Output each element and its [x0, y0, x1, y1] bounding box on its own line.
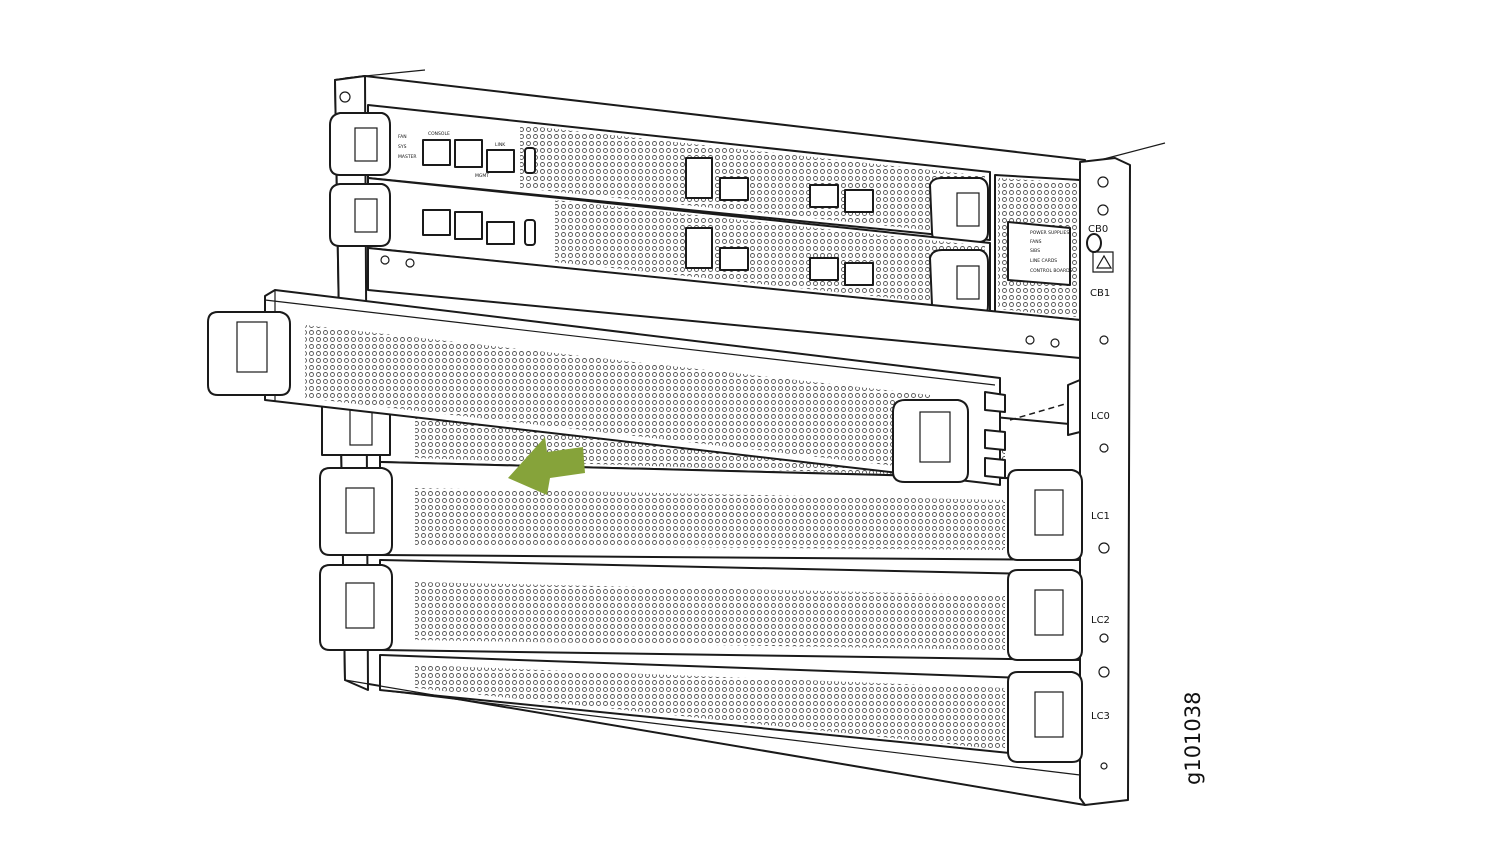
- tod-port: [719, 177, 749, 201]
- line-card-lc1[interactable]: [319, 461, 1083, 561]
- lc3-label: LC3: [1091, 711, 1110, 722]
- led-label: SYS: [398, 144, 407, 150]
- status-power-supplies: POWER SUPPLIES: [1030, 230, 1069, 236]
- esd-jack: [1086, 233, 1102, 253]
- lc0-label: LC0: [1091, 411, 1110, 422]
- sfp-port: [486, 149, 515, 173]
- line-card-lc2[interactable]: [319, 559, 1083, 661]
- right-rack-ear: [1079, 157, 1131, 806]
- diagram-shape: [422, 209, 451, 236]
- diagram-shape: [956, 192, 980, 227]
- mgmt-port: [454, 139, 483, 168]
- lc2-label: LC2: [1091, 615, 1110, 626]
- cb0-label: CB0: [1088, 224, 1108, 235]
- connector-guides: [984, 391, 1006, 479]
- diagram-shape: [1034, 589, 1064, 636]
- extracted-card-left-handle: [207, 311, 291, 396]
- diagram-shape: [524, 219, 536, 246]
- link-label: LINK: [495, 142, 506, 148]
- lc1-left-handle: [319, 467, 393, 556]
- diagram-shape: [405, 258, 415, 268]
- lc2-right-handle: [1007, 569, 1083, 661]
- diagram-shape: [454, 211, 483, 240]
- diagram-shape: [236, 321, 268, 373]
- cb1-left-ejector-handle[interactable]: [329, 183, 391, 247]
- diagram-shape: [1034, 691, 1064, 738]
- diagram-shape: [1034, 489, 1064, 536]
- diagram-shape: [345, 582, 375, 629]
- alignment-dashed-line: [1009, 401, 1073, 421]
- control-board-cb0[interactable]: FAN SYS MASTER CONSOLE MGMT LINK: [329, 104, 991, 243]
- diagram-shape: [555, 200, 985, 308]
- diagram-shape: [1050, 338, 1060, 348]
- figure-id: g101038: [1181, 692, 1205, 786]
- diagram-shape: [415, 665, 1005, 750]
- status-panel: [1007, 221, 1071, 286]
- diagram-shape: [354, 127, 378, 162]
- diagram-shape: [1099, 335, 1109, 345]
- diagram-shape: [956, 265, 980, 300]
- diagram-shape: [305, 325, 930, 470]
- mgmt-label: MGMT: [475, 173, 489, 179]
- diagram-shape: [1098, 542, 1110, 554]
- diagram-shape: [685, 227, 713, 269]
- sfp-port: [844, 189, 874, 213]
- diagram-shape: [1099, 633, 1109, 643]
- lc1-label: LC1: [1091, 511, 1110, 522]
- diagram-shape: [345, 487, 375, 534]
- diagram-shape: [344, 679, 1086, 806]
- status-fans: FANS: [1030, 239, 1042, 245]
- warning-icon: [1092, 251, 1114, 273]
- blank-plate: [367, 247, 1081, 359]
- cb1-label: CB1: [1090, 288, 1110, 299]
- diagram-shape: [354, 198, 378, 233]
- diagram-shape: [919, 411, 951, 463]
- diagram-shape: [1097, 176, 1109, 188]
- diagram-shape: [1025, 335, 1035, 345]
- diagram-shape: [1067, 379, 1081, 436]
- diagram-shape: [415, 582, 1005, 650]
- led-label: FAN: [398, 134, 407, 140]
- diagram-shape: [844, 262, 874, 286]
- lc1-right-handle: [1007, 469, 1083, 561]
- diagram-shape: [1097, 204, 1109, 216]
- diagram-shape: [1100, 762, 1108, 770]
- usb-port: [524, 147, 536, 174]
- diagram-shape: [809, 257, 839, 281]
- bits-ports: [685, 157, 713, 199]
- control-board-cb1[interactable]: [329, 177, 991, 319]
- led-label: MASTER: [398, 154, 417, 160]
- status-sibs: SIBS: [1030, 248, 1040, 254]
- removal-direction-arrow: [508, 437, 585, 495]
- status-line-cards: LINE CARDS: [1030, 258, 1057, 264]
- console-port: [422, 139, 451, 166]
- extracted-line-card[interactable]: [207, 289, 1081, 486]
- line-card-lc3[interactable]: [344, 654, 1086, 806]
- diagram-shape: [486, 221, 515, 245]
- cb0-left-ejector-handle[interactable]: [329, 112, 391, 176]
- status-control-boards: CONTROL BOARDS: [1030, 268, 1073, 274]
- diagram-shape: [380, 255, 390, 265]
- lc2-left-handle: [319, 564, 393, 651]
- diagram-shape: [719, 247, 749, 271]
- diagram-shape: [415, 488, 1005, 550]
- sfp-port: [809, 184, 839, 208]
- diagram-shape: [1099, 443, 1109, 453]
- console-label: CONSOLE: [428, 131, 450, 137]
- diagram-shape: [1098, 666, 1110, 678]
- lc3-right-handle: [1007, 671, 1083, 763]
- diagram-shape: [339, 91, 351, 103]
